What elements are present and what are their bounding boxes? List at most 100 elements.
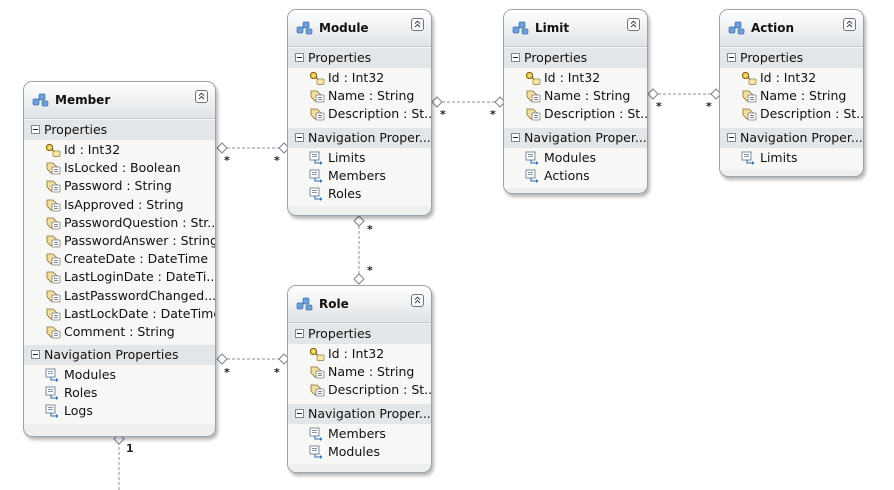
collapse-chevron-icon[interactable] bbox=[411, 294, 424, 307]
scalar-property-item[interactable]: Name : String bbox=[720, 87, 863, 105]
entity-title: Module bbox=[319, 21, 369, 35]
navigation-section-header[interactable]: Navigation Properties bbox=[24, 344, 215, 366]
entity-header[interactable]: Limit bbox=[504, 10, 647, 47]
entity-header[interactable]: Role bbox=[288, 286, 431, 323]
scalar-property-icon bbox=[46, 253, 61, 266]
navigation-property-icon bbox=[525, 151, 539, 165]
navigation-property-icon bbox=[525, 169, 539, 183]
scalar-property-icon bbox=[46, 199, 61, 211]
property-label: Modules bbox=[328, 443, 380, 459]
collapse-section-icon[interactable] bbox=[511, 132, 520, 142]
navigation-property-item[interactable]: Limits bbox=[288, 149, 431, 167]
navigation-section-header[interactable]: Navigation Proper... bbox=[504, 126, 647, 148]
navigation-property-item[interactable]: Modules bbox=[24, 366, 215, 384]
scalar-property-item[interactable]: LastLockDate : DateTime bbox=[24, 305, 215, 323]
scalar-property-item[interactable]: Description : St... bbox=[288, 381, 431, 399]
scalar-property-item[interactable]: CreateDate : DateTime bbox=[24, 250, 215, 268]
navigation-property-item[interactable]: Roles bbox=[24, 384, 215, 402]
key-property-item[interactable]: Id : Int32 bbox=[720, 69, 863, 87]
scalar-property-item[interactable]: LastPasswordChanged... bbox=[24, 287, 215, 305]
member-module-end-diamond bbox=[216, 142, 228, 154]
navigation-property-item[interactable]: Logs bbox=[24, 402, 215, 420]
key-property-item[interactable]: Id : Int32 bbox=[24, 141, 215, 159]
scalar-property-item[interactable]: Name : String bbox=[288, 87, 431, 105]
entity-header[interactable]: Module bbox=[288, 10, 431, 47]
property-label: Limits bbox=[328, 149, 366, 165]
navigation-property-item[interactable]: Modules bbox=[288, 443, 431, 461]
navigation-section-header[interactable]: Navigation Proper... bbox=[720, 126, 863, 148]
navigation-property-item[interactable]: Modules bbox=[504, 149, 647, 167]
property-label: IsLocked : Boolean bbox=[64, 160, 181, 176]
section-label: Properties bbox=[524, 50, 588, 65]
scalar-property-item[interactable]: PasswordAnswer : String bbox=[24, 232, 215, 250]
navigation-section-header[interactable]: Navigation Proper... bbox=[288, 126, 431, 148]
navigation-property-item[interactable]: Actions bbox=[504, 167, 647, 185]
collapse-section-icon[interactable] bbox=[295, 132, 304, 142]
entity-title: Member bbox=[55, 93, 111, 107]
scalar-property-item[interactable]: IsLocked : Boolean bbox=[24, 159, 215, 177]
scalar-property-item[interactable]: Name : String bbox=[504, 87, 647, 105]
key-property-item[interactable]: Id : Int32 bbox=[288, 345, 431, 363]
key-property-item[interactable]: Id : Int32 bbox=[288, 69, 431, 87]
scalar-property-icon bbox=[46, 235, 61, 248]
multiplicity-label: * bbox=[274, 366, 280, 379]
scalar-property-item[interactable]: Description : St... bbox=[720, 105, 863, 123]
scalar-property-item[interactable]: PasswordQuestion : Str... bbox=[24, 214, 215, 232]
properties-section-header[interactable]: Properties bbox=[288, 323, 431, 344]
navigation-property-icon bbox=[309, 445, 323, 459]
section-label: Navigation Proper... bbox=[524, 129, 647, 145]
property-label: Id : Int32 bbox=[328, 346, 385, 361]
property-label: Password : String bbox=[64, 178, 172, 194]
collapse-section-icon[interactable] bbox=[295, 408, 304, 418]
collapse-chevron-icon[interactable] bbox=[627, 18, 640, 31]
scalar-property-item[interactable]: Password : String bbox=[24, 177, 215, 195]
scalar-property-item[interactable]: Name : String bbox=[288, 363, 431, 381]
navigation-property-icon bbox=[45, 368, 59, 383]
entity-header[interactable]: Action bbox=[720, 10, 863, 47]
collapse-section-icon[interactable] bbox=[31, 125, 40, 134]
scalar-property-icon bbox=[310, 366, 325, 379]
scalar-property-item[interactable]: LastLoginDate : DateTi... bbox=[24, 268, 215, 286]
property-label: Id : Int32 bbox=[328, 70, 385, 85]
scalar-property-item[interactable]: Comment : String bbox=[24, 323, 215, 341]
collapse-section-icon[interactable] bbox=[727, 132, 736, 142]
scalar-property-item[interactable]: Description : St... bbox=[288, 105, 431, 123]
navigation-property-item[interactable]: Members bbox=[288, 167, 431, 185]
key-property-item[interactable]: Id : Int32 bbox=[504, 69, 647, 87]
property-label: Description : St... bbox=[544, 106, 647, 122]
properties-section-header[interactable]: Properties bbox=[720, 47, 863, 68]
navigation-section-header[interactable]: Navigation Proper... bbox=[288, 402, 431, 424]
collapse-section-icon[interactable] bbox=[727, 53, 736, 62]
property-label: Name : String bbox=[328, 88, 415, 104]
navigation-property-item[interactable]: Members bbox=[288, 425, 431, 443]
collapse-chevron-icon[interactable] bbox=[411, 18, 424, 31]
navigation-property-item[interactable]: Limits bbox=[720, 149, 863, 167]
collapse-section-icon[interactable] bbox=[295, 329, 304, 338]
scalar-property-icon bbox=[310, 108, 325, 121]
collapse-section-icon[interactable] bbox=[31, 350, 40, 360]
properties-section-header[interactable]: Properties bbox=[504, 47, 647, 68]
properties-section-header[interactable]: Properties bbox=[288, 47, 431, 68]
entity-header[interactable]: Member bbox=[24, 82, 215, 119]
property-label: Id : Int32 bbox=[760, 70, 817, 85]
navigation-property-item[interactable]: Roles bbox=[288, 185, 431, 203]
collapse-chevron-icon[interactable] bbox=[195, 90, 208, 103]
properties-section-header[interactable]: Properties bbox=[24, 119, 215, 140]
section-label: Navigation Properties bbox=[44, 347, 179, 363]
collapse-section-icon[interactable] bbox=[295, 53, 304, 62]
collapse-chevron-icon[interactable] bbox=[843, 18, 856, 31]
scalar-property-item[interactable]: IsApproved : String bbox=[24, 196, 215, 214]
section-label: Navigation Proper... bbox=[740, 129, 863, 145]
scalar-property-item[interactable]: Description : St... bbox=[504, 105, 647, 123]
entity-title: Role bbox=[319, 297, 349, 311]
collapse-section-icon[interactable] bbox=[511, 53, 520, 62]
